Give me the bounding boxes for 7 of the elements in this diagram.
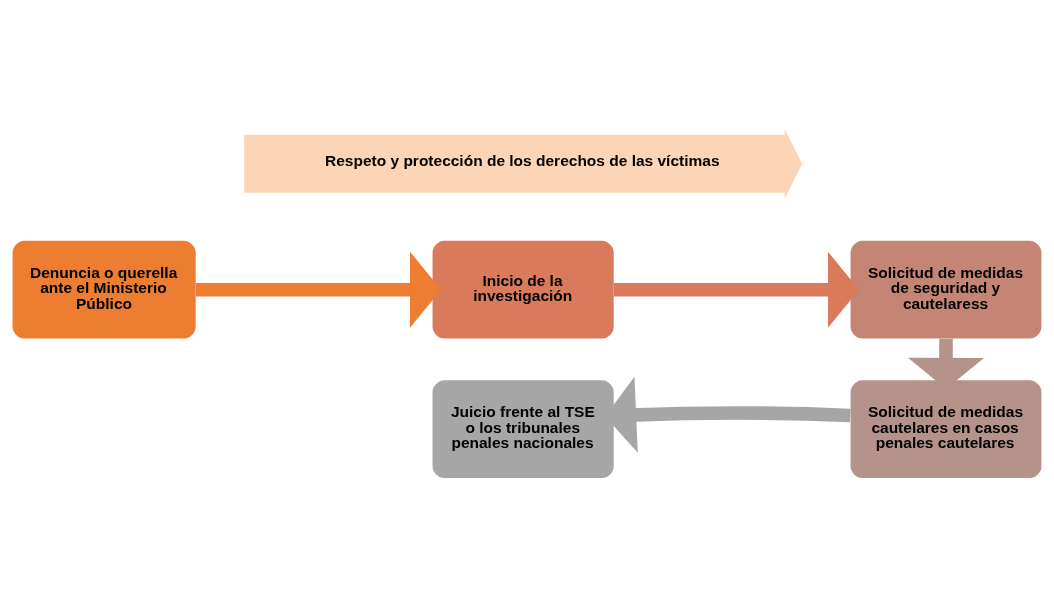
- node-box: Inicio de la investigación: [432, 240, 614, 339]
- node-box: Denuncia o querella ante el Ministerio Público: [12, 240, 196, 339]
- arrow: [195, 251, 442, 328]
- node-box: Solicitud de medidas cautelares en casos penales cautelares: [850, 379, 1042, 478]
- node-box: Solicitud de medidas de seguridad y cautelaress: [850, 240, 1042, 339]
- node-box: Juicio frente al TSE o los tribunales penales nacionales: [432, 379, 614, 478]
- arrow: [613, 251, 860, 328]
